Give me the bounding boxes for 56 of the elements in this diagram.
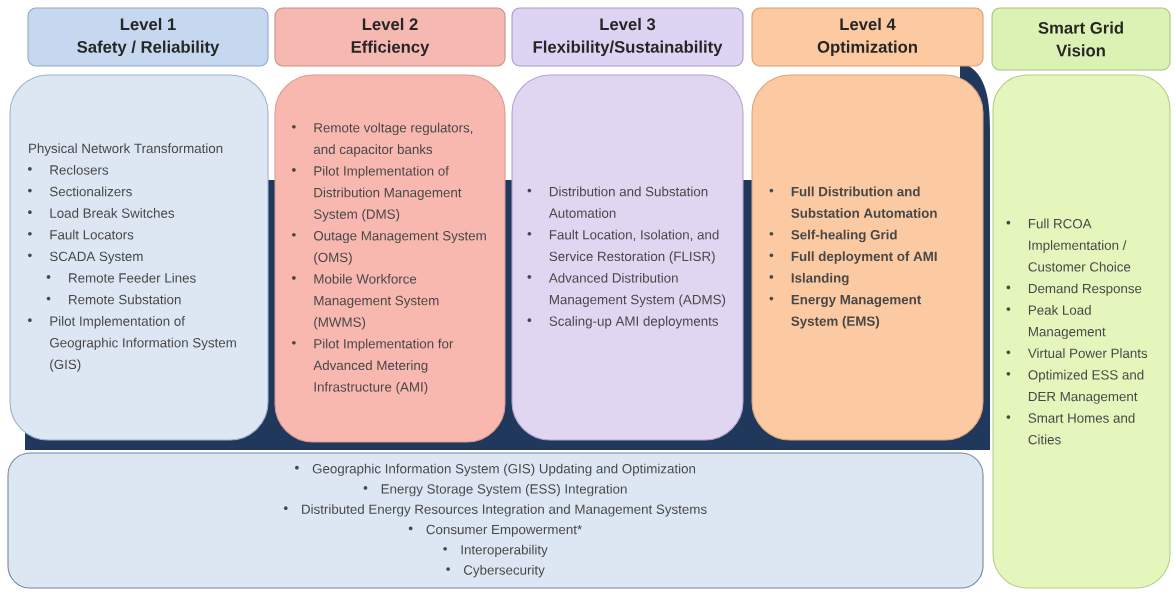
header-title: Efficiency [351,40,430,57]
list-item: Sectionalizers [28,186,132,197]
list-item: Energy Management System (EMS) [769,294,922,329]
content-panel [511,74,744,441]
list-item: Distribution and Substation Automation [527,186,708,218]
header-title: Level 2 [362,17,418,31]
list-item: Remote Substation [46,294,181,305]
header-title: Flexibility/Sustainability [533,40,723,57]
list-item: Outage Management System (OMS) [292,231,486,265]
level-header [511,7,744,67]
list-item: Optimized ESS and DER Management [1006,369,1144,404]
list-item: SCADA System [28,251,143,264]
list-item: Demand Response [1006,283,1142,296]
level-header [274,7,506,67]
content-panel [274,74,506,443]
header-title: Smart Grid [1038,21,1123,34]
header-title: Level 1 [120,17,176,31]
header-title: Level 4 [840,17,896,31]
bottom-band [7,452,984,589]
list-item: Fault Location, Isolation, and Service Restoration (FLISR) [527,229,719,264]
list-item: Scaling-up AMI deployments [527,316,719,329]
list-item: Full RCOA Implementation / Customer Choice [1006,218,1131,272]
list-item: Physical Network Transformation [29,143,223,156]
list-item: Full deployment of AMI [769,251,937,264]
content-panel [992,74,1171,589]
level-header [751,7,984,67]
level-header [27,7,269,67]
list-item: Smart Homes and Cities [1006,413,1135,445]
list-item: Fault Locators [28,229,134,240]
level-header [991,7,1171,71]
header-title: Vision [1056,44,1105,57]
list-item: Cybersecurity [446,564,545,578]
list-item: Full Distribution and Substation Automation [769,186,937,218]
header-title: Safety / Reliability [77,40,220,57]
list-item: Peak Load Management [1006,305,1106,340]
list-item: Islanding [769,272,849,286]
list-item: Geographic Information System (GIS) Updating and Optimization [295,463,696,477]
list-item: Reclosers [28,164,109,175]
header-title: Level 3 [600,17,656,31]
list-item: Mobile Workforce Management System (MWMS) [292,273,439,330]
list-item: Pilot Implementation for Advanced Metering Infrastructure (AMI) [292,338,454,395]
header-title: Optimization [817,40,917,57]
list-item: Pilot Implementation of Distribution Management System (DMS) [292,165,462,222]
list-item: Advanced Distribution Management System (ADMS) [527,272,726,307]
list-item: Pilot Implementation of Geographic Information System (GIS) [28,316,236,372]
content-panel [9,74,269,441]
list-item: Remote Feeder Lines [46,272,196,283]
list-item: Self-healing Grid [769,229,897,243]
list-item: Energy Storage System (ESS) Integration [363,483,627,497]
list-item: Virtual Power Plants [1006,348,1148,358]
list-item: Remote voltage regulators, and capacitor banks [292,122,473,157]
content-panel [751,74,984,441]
list-item: Interoperability [443,544,548,558]
list-item: Distributed Energy Resources Integration and Management Systems [283,504,707,517]
list-item: Consumer Empowerment* [408,524,582,537]
list-item: Load Break Switches [28,208,175,218]
